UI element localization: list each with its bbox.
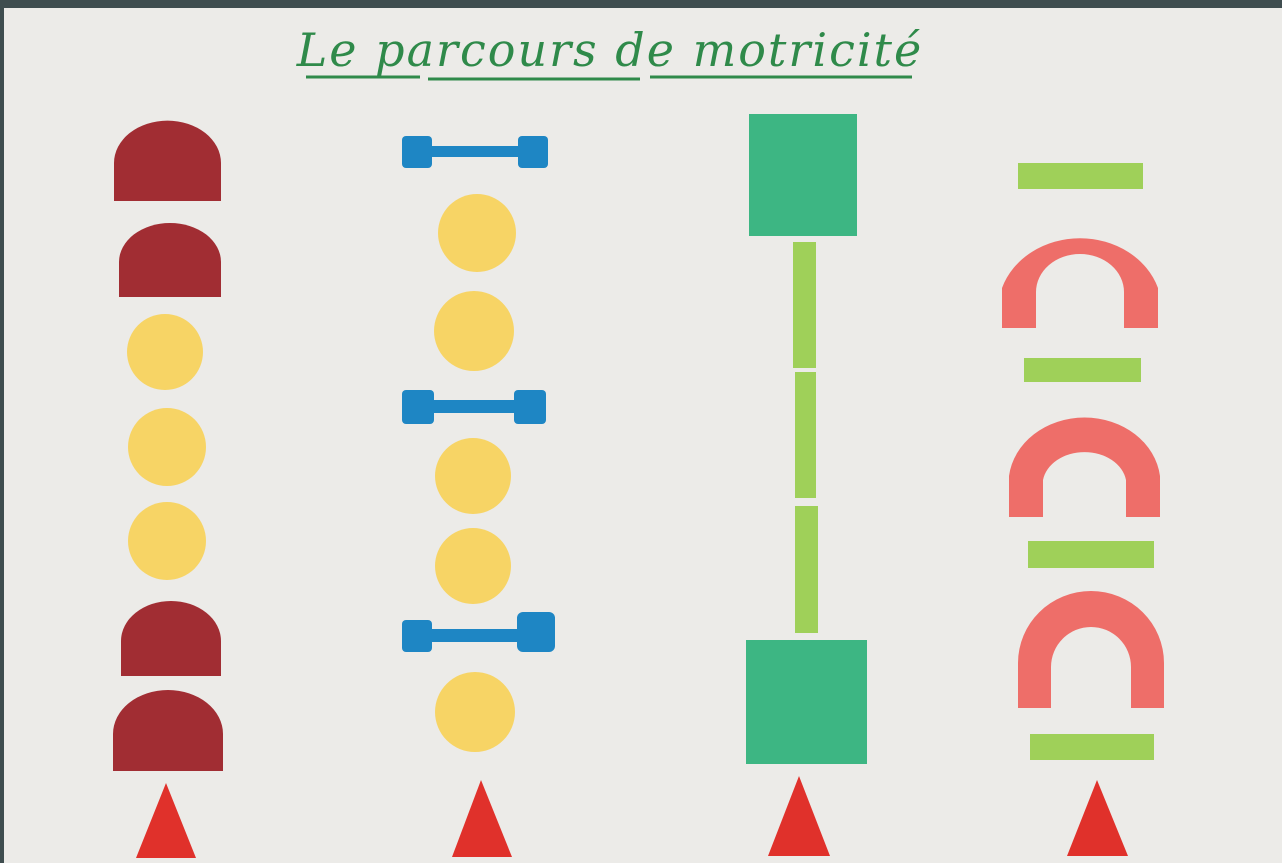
- green-bar: [793, 242, 816, 368]
- yellow-disc: [435, 528, 511, 604]
- green-bar: [1028, 541, 1154, 568]
- green-square: [749, 114, 857, 236]
- red-triangle: [452, 780, 512, 857]
- yellow-disc: [127, 314, 203, 390]
- yellow-disc: [128, 502, 206, 580]
- yellow-disc: [435, 438, 511, 514]
- red-triangle: [136, 783, 196, 858]
- column-2: [402, 136, 555, 857]
- green-bar: [795, 506, 818, 633]
- green-bar: [1024, 358, 1141, 382]
- dome-shape: [121, 601, 221, 676]
- red-triangle: [1067, 780, 1128, 856]
- blue-dumbbell: [402, 136, 548, 168]
- coral-arch: [1009, 417, 1160, 517]
- yellow-disc: [438, 194, 516, 272]
- green-square: [746, 640, 867, 764]
- poster-title: Le parcours de motricité: [296, 23, 924, 77]
- red-triangle: [768, 776, 830, 856]
- dome-shape: [119, 223, 221, 297]
- yellow-disc: [434, 291, 514, 371]
- green-bar: [1018, 163, 1143, 189]
- coral-arch: [1018, 591, 1164, 708]
- column-4: [1002, 163, 1164, 856]
- dome-shape: [114, 120, 221, 201]
- yellow-disc: [435, 672, 515, 752]
- column-3: [746, 114, 867, 856]
- blue-dumbbell: [402, 390, 546, 424]
- column-1: [113, 120, 223, 858]
- coral-arch: [1002, 238, 1158, 328]
- dome-shape: [113, 690, 223, 771]
- green-bar: [795, 372, 816, 498]
- yellow-disc: [128, 408, 206, 486]
- green-bar: [1030, 734, 1154, 760]
- blue-dumbbell: [402, 612, 555, 652]
